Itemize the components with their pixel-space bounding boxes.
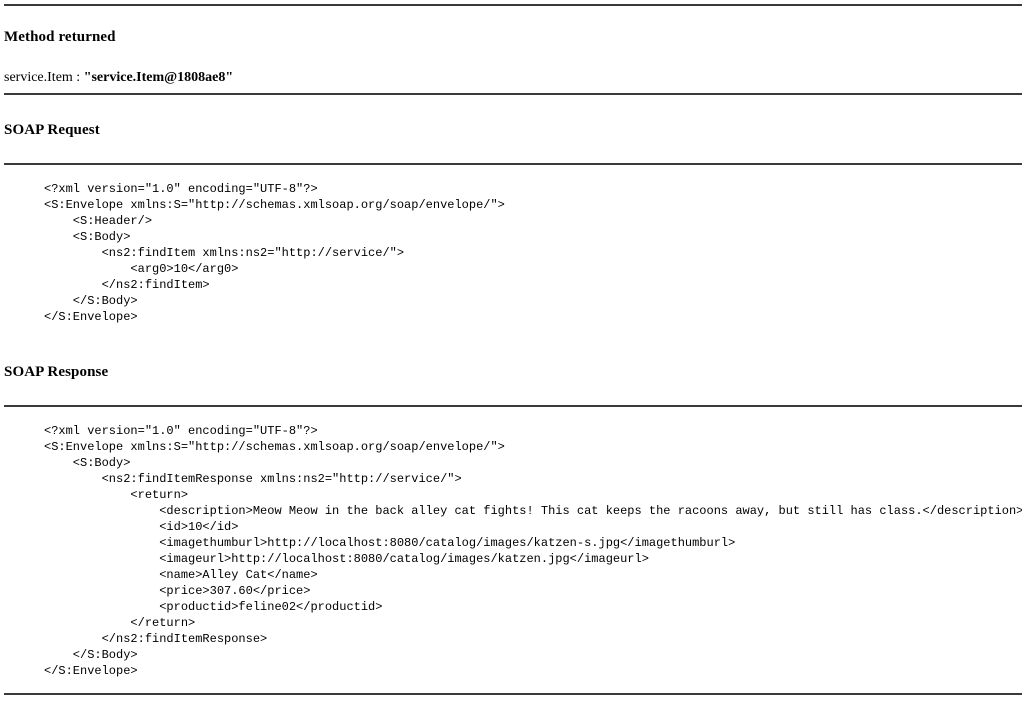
code-line: <S:Header/> bbox=[44, 214, 153, 228]
method-returned-value: service.Item : "service.Item@1808ae8" bbox=[4, 70, 233, 86]
code-line: </S:Body> bbox=[44, 294, 138, 308]
method-returned-heading: Method returned bbox=[4, 29, 116, 45]
method-return-type-label: service.Item : bbox=[4, 70, 84, 85]
bottom-divider bbox=[4, 693, 1022, 695]
divider-after-response-heading bbox=[4, 405, 1022, 407]
top-divider bbox=[4, 4, 1022, 6]
code-line: <?xml version="1.0" encoding="UTF-8"?> bbox=[44, 424, 318, 438]
code-line: <return> bbox=[44, 488, 189, 502]
code-line: </S:Body> bbox=[44, 648, 138, 662]
code-line: <description>Meow Meow in the back alley… bbox=[44, 504, 1022, 518]
code-line: </ns2:findItem> bbox=[44, 278, 210, 292]
code-line: </S:Envelope> bbox=[44, 310, 138, 324]
code-line: <imagethumburl>http://localhost:8080/cat… bbox=[44, 536, 736, 550]
code-line: <ns2:findItem xmlns:ns2="http://service/… bbox=[44, 246, 405, 260]
method-return-value: "service.Item@1808ae8" bbox=[83, 70, 234, 85]
code-line: <S:Body> bbox=[44, 456, 131, 470]
code-line: <?xml version="1.0" encoding="UTF-8"?> bbox=[44, 182, 318, 196]
code-line: <S:Body> bbox=[44, 230, 131, 244]
code-line: <price>307.60</price> bbox=[44, 584, 311, 598]
code-line: </return> bbox=[44, 616, 196, 630]
code-line: <productid>feline02</productid> bbox=[44, 600, 383, 614]
code-line: <arg0>10</arg0> bbox=[44, 262, 239, 276]
soap-request-code: <?xml version="1.0" encoding="UTF-8"?> <S… bbox=[44, 181, 505, 325]
code-line: <ns2:findItemResponse xmlns:ns2="http://… bbox=[44, 472, 462, 486]
soap-response-heading: SOAP Response bbox=[4, 364, 109, 380]
soap-response-code: <?xml version="1.0" encoding="UTF-8"?> <S… bbox=[44, 423, 1022, 679]
code-line: </ns2:findItemResponse> bbox=[44, 632, 268, 646]
code-line: </S:Envelope> bbox=[44, 664, 138, 678]
divider-after-request-heading bbox=[4, 163, 1022, 165]
code-line: <name>Alley Cat</name> bbox=[44, 568, 318, 582]
code-line: <S:Envelope xmlns:S="http://schemas.xmls… bbox=[44, 440, 505, 454]
code-line: <S:Envelope xmlns:S="http://schemas.xmls… bbox=[44, 198, 505, 212]
code-line: <id>10</id> bbox=[44, 520, 239, 534]
soap-request-heading: SOAP Request bbox=[4, 122, 100, 138]
code-line: <imageurl>http://localhost:8080/catalog/… bbox=[44, 552, 649, 566]
divider-after-method-result bbox=[4, 93, 1022, 95]
